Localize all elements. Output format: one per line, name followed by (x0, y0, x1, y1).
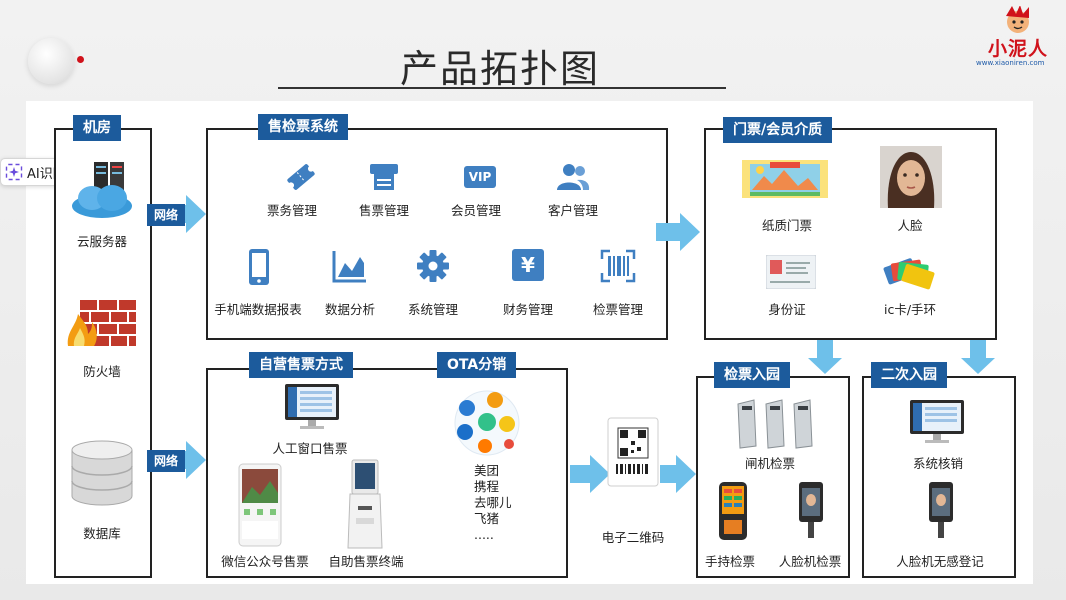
handheld-scanner-image (719, 482, 747, 540)
second-entry-title: 二次入园 (871, 362, 947, 388)
media-label: 纸质门票 (761, 218, 813, 233)
ticketing-system-title: 售检票系统 (258, 114, 348, 140)
logo-url: www.xiaoniren.com (976, 59, 1045, 67)
flow-arrow-down-second (961, 340, 995, 374)
ticket-media-title: 门票/会员介质 (723, 117, 833, 143)
database-icon (71, 440, 133, 506)
firewall-icon (67, 300, 136, 346)
flow-arrow-qr (570, 455, 610, 493)
ota-channel-list: 美团 携程 去哪儿 飞猪 ..... (474, 463, 512, 543)
machine-room-item: 防火墙 (83, 364, 121, 379)
ota-channel: 携程 (474, 479, 500, 494)
ticketing-module-label: 数据分析 (324, 302, 376, 317)
ic-card-image (883, 258, 935, 290)
media-label: 身份证 (768, 302, 806, 317)
face-photo (880, 146, 942, 208)
face-recognition-terminal-image (799, 482, 823, 538)
second-entry-label: 人脸机无感登记 (896, 554, 984, 569)
ticket-printer-icon (370, 164, 398, 190)
brand-logo: 小泥人 www.xiaoniren.com (972, 6, 1064, 68)
machine-room-item: 云服务器 (76, 234, 128, 249)
media-label: 人脸 (897, 218, 923, 233)
ticketing-module-label: 客户管理 (547, 203, 599, 218)
desktop-monitor-icon (910, 400, 964, 443)
ota-channel: 美团 (474, 463, 500, 478)
machine-room-item: 数据库 (83, 526, 121, 541)
page-title: 产品拓扑图 (399, 47, 600, 91)
title-underline (278, 87, 726, 89)
finance-icon: ¥ (512, 249, 544, 281)
decorative-dot (77, 56, 84, 63)
gate-check-title: 检票入园 (714, 362, 790, 388)
self-sale-label: 人工窗口售票 (272, 441, 348, 456)
logo-text: 小泥人 (987, 38, 1048, 60)
sparkle-icon (5, 163, 23, 181)
chart-icon (332, 251, 366, 283)
ticketing-module-label: 票务管理 (266, 203, 318, 218)
ticketing-module-label: 财务管理 (502, 302, 554, 317)
ota-title: OTA分销 (437, 352, 517, 378)
ticketing-module-label: 检票管理 (592, 302, 644, 317)
turnstile-gate-image (737, 399, 813, 449)
qr-code-phone-image (607, 417, 659, 487)
self-sale-label: 自助售票终端 (328, 554, 404, 569)
ticketing-system-panel (206, 128, 668, 340)
self-sale-title: 自营售票方式 (249, 352, 353, 378)
ticketing-module-label: 系统管理 (407, 302, 459, 317)
gate-check-label: 手持检票 (704, 554, 756, 569)
id-card-image (766, 255, 816, 289)
self-service-kiosk-image (347, 459, 383, 549)
gate-check-label: 人脸机检票 (778, 554, 842, 569)
network-label-bottom: 网络 (147, 450, 186, 472)
gate-check-label: 闸机检票 (744, 456, 796, 471)
ota-channel: ..... (474, 527, 494, 542)
qr-code-label: 电子二维码 (601, 530, 665, 545)
flow-arrow-down-gate (808, 340, 842, 374)
decorative-circle (28, 38, 74, 84)
ota-channel: 飞猪 (474, 511, 500, 526)
network-label-top: 网络 (147, 204, 186, 226)
customers-icon (557, 164, 590, 190)
ticketing-module-label: 会员管理 (450, 203, 502, 218)
desktop-monitor-icon (285, 384, 339, 429)
ota-logos-cluster (454, 390, 520, 456)
second-entry-label: 系统核销 (912, 456, 964, 471)
barcode-scan-icon (600, 249, 636, 283)
gear-icon (417, 250, 449, 282)
paper-ticket-image (742, 160, 828, 198)
wechat-phone-image (238, 463, 282, 547)
flow-arrow-to-media (656, 213, 700, 251)
ticket-icon (287, 164, 315, 190)
face-recognition-terminal-image (929, 482, 953, 538)
cloud-server-icon (72, 162, 132, 218)
flow-arrow-to-gate (660, 455, 696, 493)
self-sale-label: 微信公众号售票 (221, 554, 309, 569)
mobile-icon (249, 249, 269, 285)
media-label: ic卡/手环 (883, 302, 937, 317)
ticketing-module-label: 售票管理 (358, 203, 410, 218)
ota-channel: 去哪儿 (474, 495, 512, 510)
vip-icon: VIP (464, 166, 496, 188)
ticketing-module-label: 手机端数据报表 (214, 302, 302, 317)
machine-room-title: 机房 (73, 115, 121, 141)
